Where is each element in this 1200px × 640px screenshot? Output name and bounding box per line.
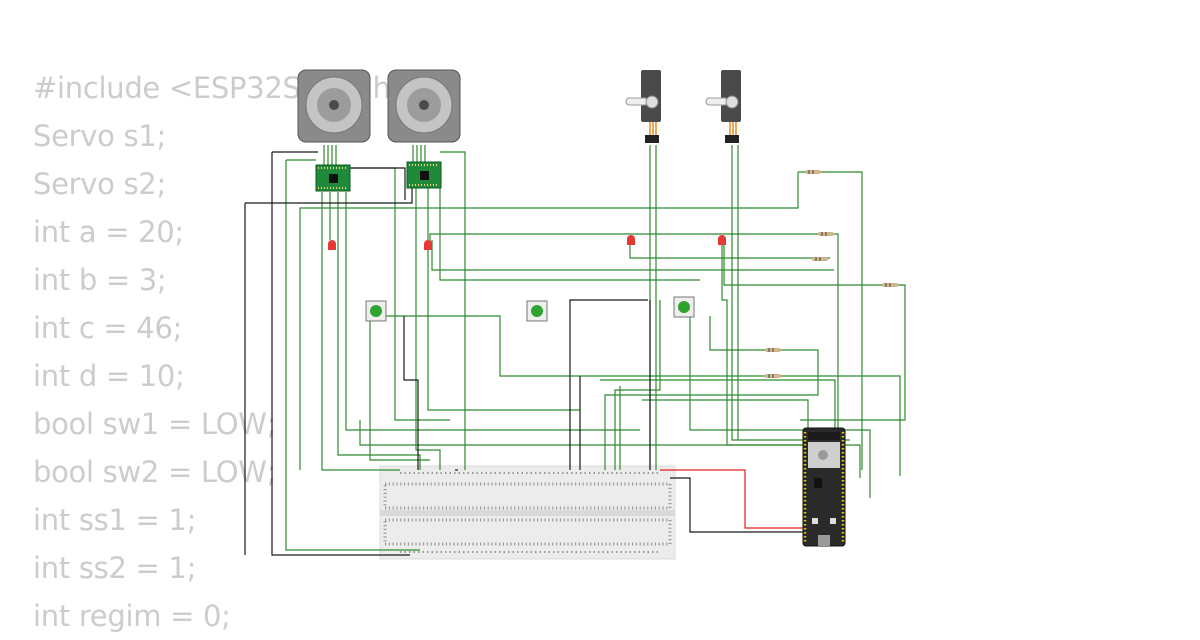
code-line: int a = 20; (33, 215, 184, 249)
code-line: Servo s1; (33, 119, 166, 153)
code-line: bool sw1 = LOW; (33, 407, 277, 441)
code-line: int d = 10; (33, 359, 185, 393)
code-listing: #include <ESP32Servo.h> Servo s1; Servo … (33, 64, 415, 640)
code-line: int c = 46; (33, 311, 183, 345)
led-3[interactable] (627, 235, 635, 245)
microcontroller-board[interactable] (802, 427, 846, 547)
resistor-4[interactable] (882, 283, 898, 287)
code-line: int ss1 = 1; (33, 503, 197, 537)
servo-2[interactable] (705, 70, 741, 143)
stepper-motor-2[interactable] (387, 69, 461, 143)
pushbutton-3[interactable] (673, 296, 695, 318)
servo-1[interactable] (625, 70, 661, 143)
pushbutton-2[interactable] (526, 300, 548, 322)
stepper-driver-1[interactable] (315, 164, 351, 192)
led-2[interactable] (424, 240, 432, 250)
breadboard-holes-bottom (383, 518, 672, 546)
resistor-3[interactable] (812, 257, 828, 261)
wires-black (244, 151, 812, 556)
stepper-driver-2[interactable] (406, 161, 442, 189)
code-line: int regim = 0; (33, 599, 231, 633)
wires-red (660, 469, 812, 529)
code-line: int b = 3; (33, 263, 167, 297)
code-line: Servo s2; (33, 167, 166, 201)
breadboard[interactable] (379, 465, 676, 560)
breadboard-holes-top (383, 482, 672, 510)
led-4[interactable] (718, 235, 726, 245)
pushbutton-1[interactable] (365, 300, 387, 322)
code-line: int ss2 = 1; (33, 551, 197, 585)
stepper-motor-1[interactable] (297, 69, 371, 143)
resistor-6[interactable] (765, 374, 781, 378)
chip-logo-icon (818, 450, 828, 460)
resistor-1[interactable] (805, 170, 821, 174)
resistor-2[interactable] (818, 232, 834, 236)
code-line: bool sw2 = LOW; (33, 455, 277, 489)
led-1[interactable] (328, 240, 336, 250)
resistor-5[interactable] (765, 348, 781, 352)
